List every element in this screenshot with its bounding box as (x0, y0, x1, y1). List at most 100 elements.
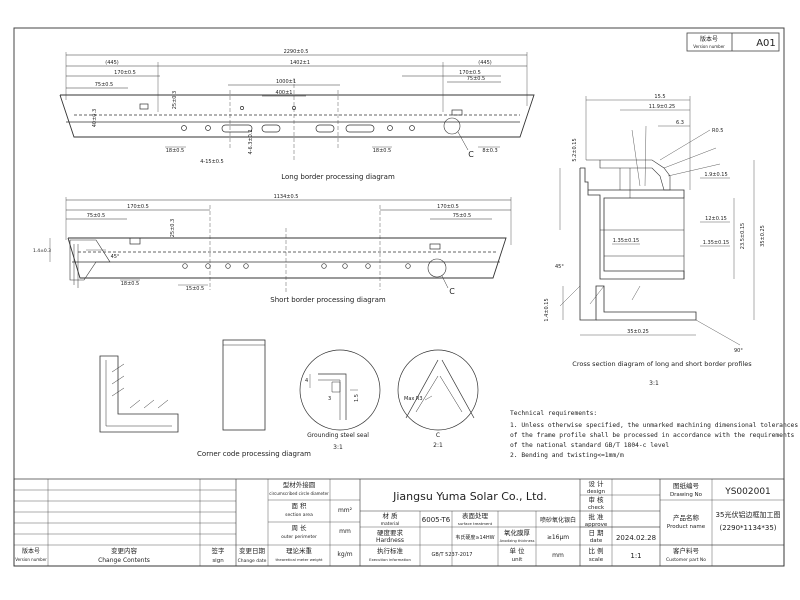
tb-hardness-val: 韦氏硬度≥14HW (455, 534, 494, 541)
short-dim-25: 25±0.3 (170, 219, 176, 238)
long-right-170-dim: 170±0.5 (459, 70, 481, 76)
cross-section-view (559, 96, 755, 346)
tb-design-cn: 设 计 (588, 479, 604, 488)
tb-ver-cn: 版本号 (22, 547, 40, 555)
corner-code-title: Corner code processing diagram (197, 450, 311, 458)
grounding-seal-title: Grounding steel seal (307, 432, 369, 439)
tech-line-4: 2. Bending and twisting<=1mm/m (510, 452, 624, 459)
tb-anodize-val: ≥16μm (547, 534, 569, 541)
grounding-seal-scale: 3:1 (333, 444, 343, 451)
detail-c-scale: 2:1 (433, 442, 443, 449)
short-border-title: Short border processing diagram (270, 296, 386, 304)
tb-hardness-cn: 硬度要求 (377, 528, 404, 537)
long-border-dimensions: 2290±0.5 (445) 1402±1 (445) 170±0.5 170±… (92, 49, 498, 181)
tb-customer-cn: 客户料号 (673, 546, 700, 555)
cs-r-0-5: R0.5 (712, 128, 723, 134)
title-block (13, 478, 785, 567)
tech-line-3: of the national standard GB/T 1804-c lev… (510, 442, 669, 449)
short-right-75-dim: 75±0.5 (453, 213, 472, 219)
seal-dim-a: 4 (305, 378, 308, 384)
cs-bottom-1-4: 1.4±0.15 (544, 298, 550, 321)
long-slot-right-dim: 18±0.5 (373, 148, 392, 154)
tb-section-cn: 面 积 (291, 501, 307, 510)
long-left-170-dim: 170±0.5 (114, 70, 136, 76)
cs-bottom-35: 35±0.25 (627, 329, 649, 335)
tb-perimeter-en: outer perimeter (281, 534, 317, 540)
detail-c-radius: Max R3 (404, 396, 423, 402)
cs-90-deg: 90° (734, 348, 743, 354)
tb-section-unit: mm² (338, 507, 353, 514)
tb-anodize-en: Anodizing thickness (500, 539, 535, 543)
technical-requirements: Technical requirements: 1. Unless otherw… (510, 410, 798, 459)
cs-right-23-5: 23.5±0.15 (740, 223, 746, 249)
long-center-400-dim: 400±1 (276, 90, 293, 96)
detail-c-view (397, 349, 479, 431)
tb-section-en: section area (285, 512, 313, 518)
tb-product-val-2: (2290*1134*35) (720, 524, 777, 532)
tb-approve-cn: 批 准 (588, 512, 604, 521)
cs-top-6-3: 6.3 (676, 120, 684, 126)
grounding-seal-view (299, 349, 381, 431)
tech-line-2: of the frame profile shall be processed … (510, 432, 795, 439)
long-callout-c: C (468, 150, 474, 159)
long-hole-size-dim: 4-6.3±0.2 (248, 129, 254, 154)
long-dim-25: 25±0.3 (172, 91, 178, 110)
long-right-span-dim: (445) (478, 60, 491, 66)
tb-surface-en: surface treatment (458, 521, 493, 526)
cs-45-deg: 45° (555, 264, 564, 270)
short-border-view (49, 197, 512, 292)
tb-customer-en: Customer part No (666, 557, 706, 563)
version-box-label-cn: 版本号 (700, 35, 718, 43)
tb-product-en: Product name (667, 524, 706, 530)
tb-hardness-en: Hardness (376, 537, 404, 544)
long-border-view (59, 52, 535, 160)
corner-code-view (99, 339, 266, 433)
long-slot-left-dim: 18±0.5 (166, 148, 185, 154)
tb-product-cn: 产品名称 (673, 513, 700, 522)
tb-sign-en: sign (212, 558, 224, 564)
tb-unit-val: mm (552, 552, 564, 559)
tb-circle-cn: 型材外接圆 (283, 480, 316, 489)
tb-weight-cn: 理论米重 (286, 546, 313, 555)
cs-top-15-5: 15.5 (654, 94, 665, 100)
tb-anodize-cn: 氧化膜厚 (504, 528, 531, 537)
tb-drawing-en: Drawing No (670, 492, 703, 498)
short-hole-15-dim: 15±0.5 (186, 286, 205, 292)
title-block-text: 版本号 Version number 变更内容 Change Contents … (15, 479, 780, 564)
cs-mid-12: 12±0.15 (705, 216, 727, 222)
tb-scale-val: 1:1 (630, 552, 641, 560)
cs-mid-1-35a: 1.35±0.15 (613, 238, 639, 244)
cs-mid-1-9: 1.9±0.15 (704, 172, 727, 178)
tb-date-cn: 日 期 (588, 529, 604, 537)
tb-product-val-1: 35光伏铝边框加工图 (716, 510, 781, 519)
long-overall-dim: 2290±0.5 (284, 49, 309, 55)
tb-perimeter-cn: 周 长 (291, 523, 307, 532)
short-overall-dim: 1134±0.5 (274, 194, 299, 200)
cross-section-scale: 3:1 (649, 380, 659, 387)
short-height-dim: 1.4±0.3 (33, 248, 51, 254)
long-mid-span-dim: 1402±1 (290, 60, 310, 66)
tb-date-val: 2024.02.28 (616, 534, 656, 542)
tb-cdate-en: Change date (238, 558, 267, 564)
long-left-span-dim: (445) (105, 60, 118, 66)
tb-cdate-cn: 变更日期 (239, 546, 266, 555)
cs-right-35: 35±0.25 (760, 225, 766, 247)
version-box: 版本号 Version number A01 (686, 32, 780, 52)
cross-section-dimensions: 15.5 11.9±0.25 6.3 5.2±0.15 35±0.25 23.5… (544, 94, 766, 387)
tb-ver-en: Version number (15, 557, 47, 562)
cs-mid-1-35b: 1.35±0.15 (703, 240, 729, 246)
tb-unit-en: unit (512, 557, 523, 563)
cross-section-title: Cross section diagram of long and short … (572, 360, 752, 368)
tb-approve-en: approve (585, 522, 608, 528)
tb-standard-en: Execution information (369, 557, 411, 562)
version-box-label-en: Version number (693, 44, 725, 49)
short-left-170-dim: 170±0.5 (127, 204, 149, 210)
grounding-seal-labels: 4 1.5 3 Grounding steel seal 3:1 (305, 378, 369, 451)
tb-check-en: check (588, 505, 605, 511)
short-callout-c: C (449, 287, 455, 296)
tb-weight-en: theoretical meter weight (275, 557, 323, 562)
short-border-dimensions: 1134±0.5 170±0.5 170±0.5 75±0.5 75±0.5 1… (33, 194, 471, 304)
long-side-h-dim: 40±0.3 (92, 109, 98, 128)
tb-drawing-val: YS002001 (724, 487, 771, 497)
